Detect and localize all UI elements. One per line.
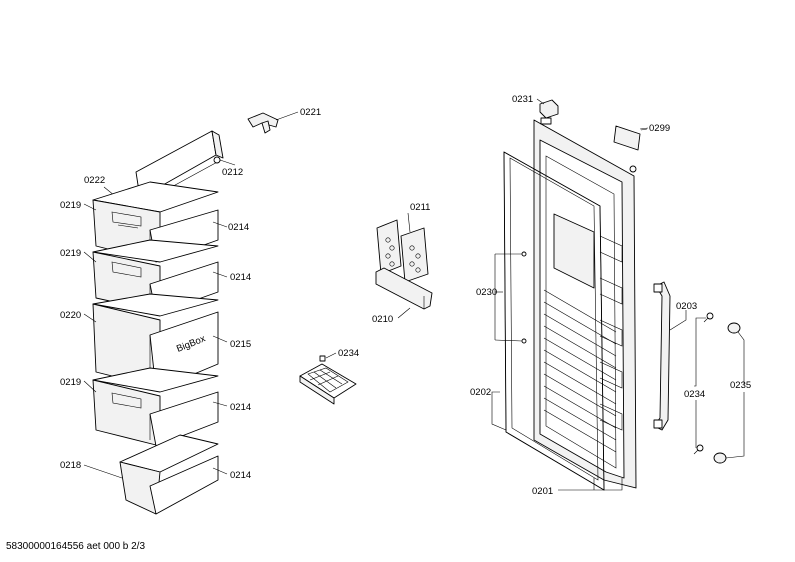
label-0234-screw: 0234 xyxy=(684,389,705,400)
label-0218: 0218 xyxy=(60,460,81,471)
part-0235-caps xyxy=(713,322,741,464)
part-labels: 0221 0212 0222 0219 0214 0219 0214 0220 … xyxy=(60,94,751,497)
door-assembly xyxy=(503,98,637,491)
label-0235: 0235 xyxy=(730,380,751,391)
right-leaders xyxy=(491,128,745,491)
label-0230: 0230 xyxy=(476,287,497,298)
part-0211-cold-packs xyxy=(376,212,429,283)
drawer-4 xyxy=(92,367,219,447)
part-0299-label xyxy=(613,125,649,151)
label-0202: 0202 xyxy=(470,387,491,398)
label-0299: 0299 xyxy=(649,123,670,134)
label-0203: 0203 xyxy=(676,301,697,312)
label-0214-a: 0214 xyxy=(228,222,249,233)
part-0203-handle xyxy=(653,281,671,431)
label-0219-c: 0219 xyxy=(60,377,81,388)
label-0219-b: 0219 xyxy=(60,248,81,259)
label-0219-a: 0219 xyxy=(60,200,81,211)
label-0222: 0222 xyxy=(84,175,105,186)
label-0211: 0211 xyxy=(410,202,430,213)
label-0234-tray: 0234 xyxy=(338,348,359,359)
document-footer-id: 58300000164556 aet 000 b 2/3 xyxy=(6,541,146,552)
label-0231: 0231 xyxy=(512,94,533,105)
left-leaders xyxy=(83,203,228,479)
part-0234-screws xyxy=(693,312,714,455)
label-0214-c: 0214 xyxy=(230,402,251,413)
drawer-1 xyxy=(92,181,219,263)
part-0210-strip xyxy=(375,267,433,319)
label-0212: 0212 xyxy=(222,167,243,178)
drawer-5 xyxy=(119,434,219,515)
label-0221: 0221 xyxy=(300,107,321,118)
label-0214-b: 0214 xyxy=(230,272,251,283)
label-0220: 0220 xyxy=(60,310,81,321)
part-0221-bracket xyxy=(247,111,299,134)
label-0214-d: 0214 xyxy=(230,470,251,481)
label-0215: 0215 xyxy=(230,339,251,350)
label-0201: 0201 xyxy=(532,486,553,497)
part-0234-ice-tray xyxy=(299,352,357,405)
liner-ribs xyxy=(543,289,617,453)
label-0210: 0210 xyxy=(372,314,393,325)
